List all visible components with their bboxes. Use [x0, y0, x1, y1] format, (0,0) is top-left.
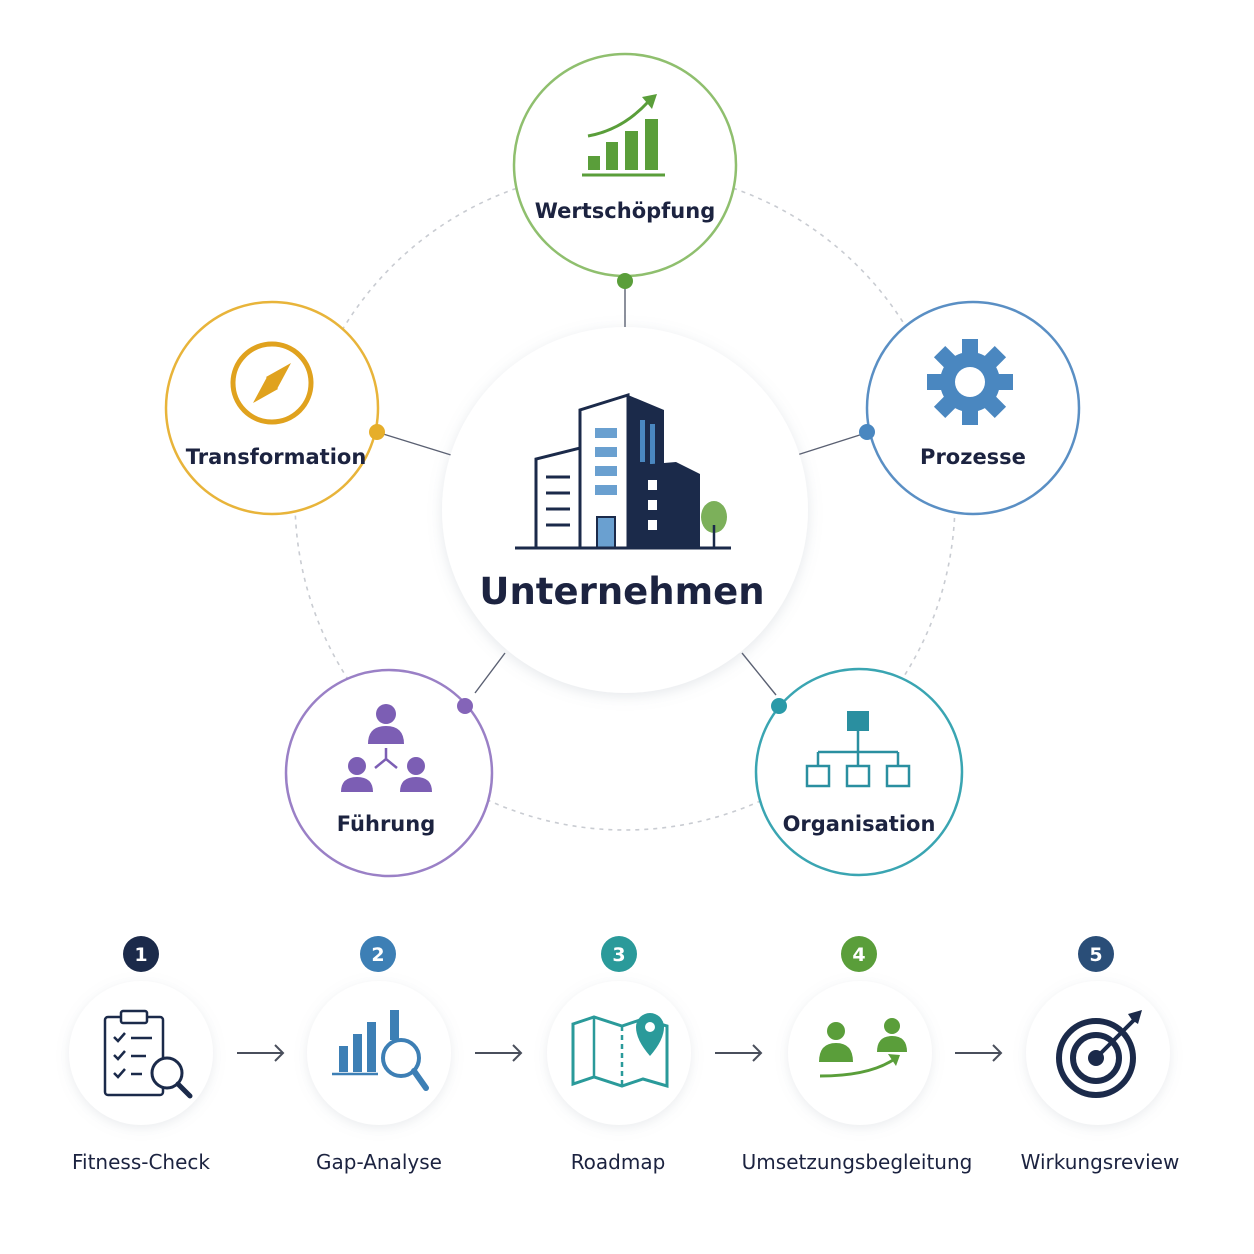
- connector-dot-transformation: [369, 424, 385, 440]
- step-label: Wirkungsreview: [1021, 1150, 1180, 1174]
- arrow-icon: [237, 1044, 285, 1062]
- connector-organisation: [741, 652, 777, 696]
- arrow-icon: [475, 1044, 523, 1062]
- connector-dot-prozesse: [859, 424, 875, 440]
- step-number-badge: [1078, 936, 1114, 972]
- step-number: 4: [852, 944, 865, 966]
- pillar-prozesse: Prozesse: [859, 300, 1081, 516]
- pillar-organisation: Organisation: [754, 667, 964, 877]
- center-node: Unternehmen: [442, 327, 808, 693]
- team-leader-icon: [341, 704, 432, 792]
- building-icon: [515, 392, 731, 550]
- clipboard-search-icon: [103, 1009, 193, 1099]
- step-gap-analyse: 2 Gap-Analyse: [307, 936, 451, 1174]
- step-number: 3: [612, 944, 625, 966]
- step-label: Umsetzungsbegleitung: [742, 1150, 973, 1174]
- pillar-label-fuehrung: Führung: [337, 812, 436, 836]
- step-number-badge: [360, 936, 396, 972]
- chart-growth-icon: [582, 94, 665, 177]
- connector-dot-organisation: [771, 698, 787, 714]
- pillar-wertschoepfung: Wertschöpfung: [512, 52, 738, 289]
- step-label: Gap-Analyse: [316, 1150, 442, 1174]
- connector-prozesse: [796, 432, 867, 456]
- step-umsetzungsbegleitung: 4 Umsetzungsbegleitung: [742, 936, 973, 1174]
- org-chart-icon: [805, 711, 911, 788]
- center-label: Unternehmen: [479, 570, 764, 613]
- connector-transformation: [379, 432, 452, 456]
- pillar-label-prozesse: Prozesse: [920, 445, 1026, 469]
- people-growth-icon: [819, 1018, 907, 1078]
- step-label: Fitness-Check: [72, 1150, 210, 1174]
- compass-icon: [230, 341, 314, 425]
- step-wirkungsreview: 5 Wirkungsreview: [1021, 936, 1180, 1174]
- step-number: 5: [1089, 944, 1102, 966]
- pillar-transformation: Transformation: [164, 300, 385, 516]
- target-arrow-icon: [1056, 1010, 1142, 1098]
- step-number: 1: [134, 944, 147, 966]
- arrow-icon: [955, 1044, 1003, 1062]
- pillar-label-wertschoepfung: Wertschöpfung: [535, 199, 715, 223]
- map-pin-icon: [571, 1013, 669, 1088]
- chart-magnifier-icon: [332, 1010, 429, 1091]
- step-number-badge: [123, 936, 159, 972]
- step-label: Roadmap: [571, 1150, 666, 1174]
- connector-fuehrung: [474, 652, 506, 694]
- step-number: 2: [371, 944, 384, 966]
- step-fitness-check: 1 Fitness-Check: [69, 936, 213, 1174]
- pillar-label-organisation: Organisation: [783, 812, 936, 836]
- arrow-icon: [715, 1044, 763, 1062]
- connector-dot-wertschoepfung: [617, 273, 633, 289]
- connectors: [379, 282, 867, 696]
- pillar-label-transformation: Transformation: [186, 445, 367, 469]
- step-roadmap: 3 Roadmap: [547, 936, 691, 1174]
- step-number-badge: [601, 936, 637, 972]
- step-number-badge: [841, 936, 877, 972]
- gear-icon: [927, 339, 1013, 425]
- connector-dot-fuehrung: [457, 698, 473, 714]
- pillar-fuehrung: Führung: [284, 668, 494, 878]
